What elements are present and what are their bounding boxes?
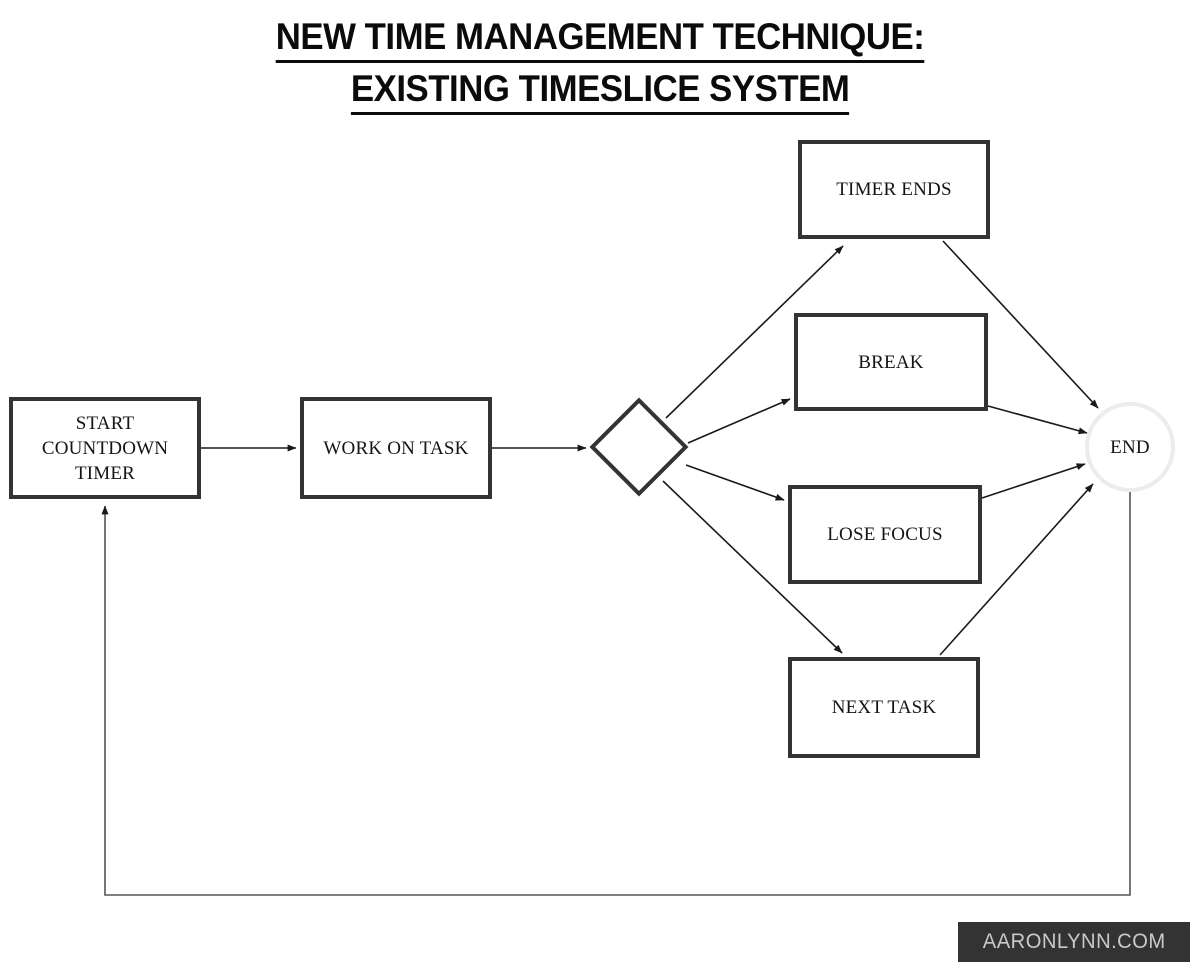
edge-end-to-start-loop xyxy=(101,492,1131,896)
edge-next-task-to-end xyxy=(939,483,1094,656)
node-lose-focus[interactable]: LOSE FOCUS xyxy=(788,485,982,584)
node-next-task-label: NEXT TASK xyxy=(831,697,937,718)
node-break[interactable]: BREAK xyxy=(794,313,988,411)
node-end-label: END xyxy=(1110,436,1150,458)
edge-lose-focus-to-end xyxy=(981,463,1086,499)
node-next-task[interactable]: NEXT TASK xyxy=(788,657,980,758)
node-lose-focus-label: LOSE FOCUS xyxy=(827,524,943,545)
title-line-secondary: EXISTING TIMESLICE SYSTEM xyxy=(350,66,850,115)
node-work-on-task[interactable]: WORK ON TASK xyxy=(300,397,492,499)
node-timer-ends[interactable]: TIMER ENDS xyxy=(798,140,990,239)
edge-decision-to-next-task xyxy=(662,480,843,654)
edge-decision-to-break xyxy=(687,398,791,444)
node-start-countdown-timer[interactable]: START COUNTDOWN TIMER xyxy=(9,397,201,499)
edge-break-to-end xyxy=(987,405,1088,435)
edge-decision-to-timer-ends xyxy=(665,245,844,419)
node-timer-ends-label: TIMER ENDS xyxy=(836,179,952,200)
node-start-countdown-timer-label: START COUNTDOWN TIMER xyxy=(41,412,169,484)
page-title: NEW TIME MANAGEMENT TECHNIQUE: EXISTING … xyxy=(0,14,1200,115)
title-line-primary: NEW TIME MANAGEMENT TECHNIQUE: xyxy=(275,14,925,63)
edge-timer-ends-to-end xyxy=(942,240,1099,409)
watermark-text: AARONLYNN.COM xyxy=(982,930,1166,953)
node-break-label: BREAK xyxy=(858,351,924,373)
node-end[interactable]: END xyxy=(1085,402,1175,492)
node-work-on-task-label: WORK ON TASK xyxy=(323,437,469,459)
edge-decision-to-lose-focus xyxy=(685,464,785,501)
watermark-badge: AARONLYNN.COM xyxy=(958,922,1190,962)
